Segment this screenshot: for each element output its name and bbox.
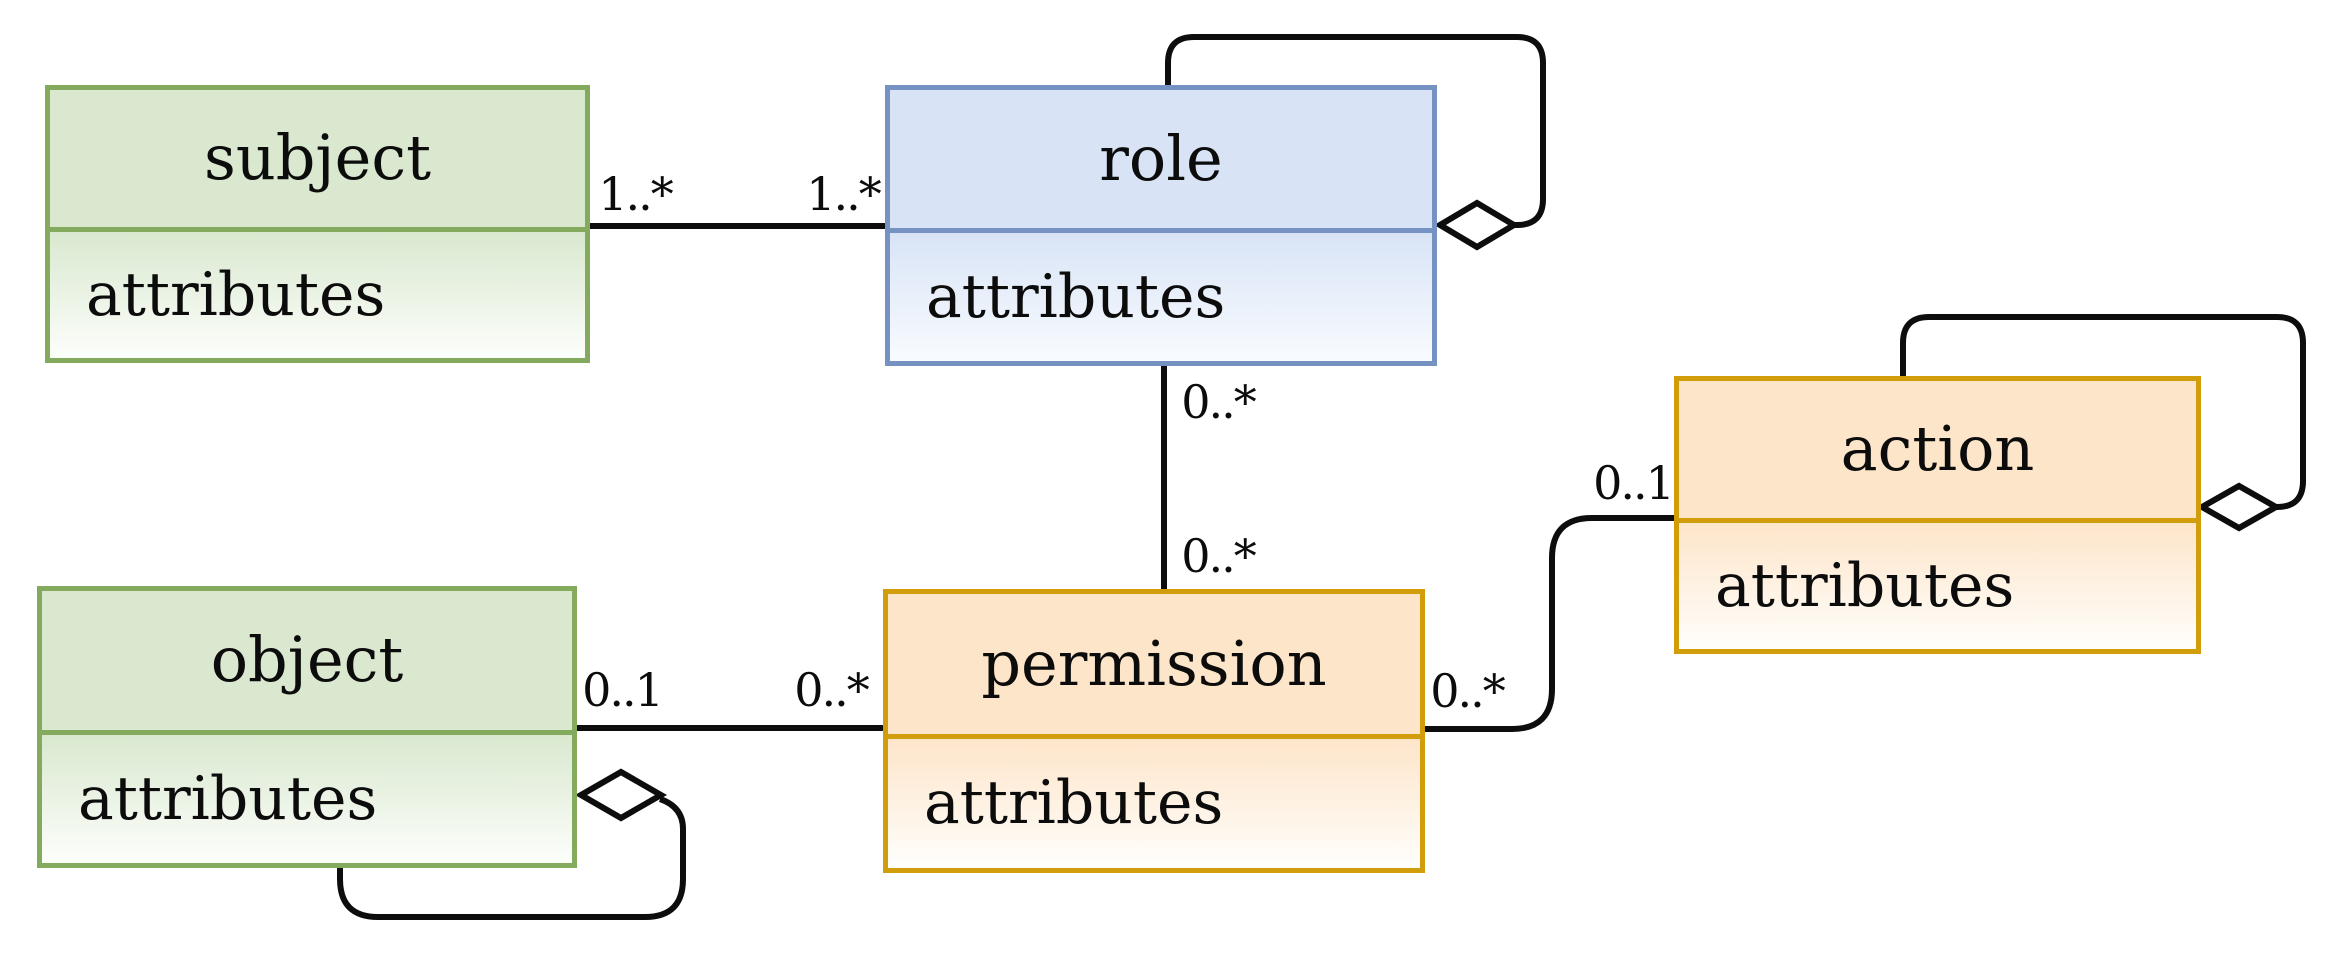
multiplicity-subject-role-subject-end: 1..* xyxy=(598,167,674,221)
association-permission-action xyxy=(1423,515,1676,732)
entity-subject: subject attributes xyxy=(45,85,590,363)
entity-permission: permission attributes xyxy=(883,589,1425,873)
multiplicity-subject-role-role-end: 1..* xyxy=(806,167,882,221)
action-self-loop xyxy=(1900,314,2306,510)
entity-object-title: object xyxy=(42,591,572,730)
aggregation-diamond-action-icon xyxy=(2195,482,2283,532)
entity-role-attributes: attributes xyxy=(890,228,1432,361)
multiplicity-role-permission-permission-end: 0..* xyxy=(1181,529,1257,583)
entity-subject-attributes: attributes xyxy=(50,226,585,358)
multiplicity-role-permission-role-end: 0..* xyxy=(1181,375,1257,429)
aggregation-diamond-role-icon xyxy=(1434,199,1520,251)
entity-permission-attributes: attributes xyxy=(888,733,1420,868)
entity-object: object attributes xyxy=(37,586,577,868)
role-self-loop xyxy=(1165,34,1546,228)
entity-permission-title: permission xyxy=(888,594,1420,734)
entity-object-attributes: attributes xyxy=(42,729,572,863)
multiplicity-object-permission-object-end: 0..1 xyxy=(582,663,664,717)
entity-action-attributes: attributes xyxy=(1679,517,2196,649)
entity-action-title: action xyxy=(1679,381,2196,518)
entity-role-title: role xyxy=(890,90,1432,229)
entity-subject-title: subject xyxy=(50,90,585,227)
multiplicity-permission-action-permission-end: 0..* xyxy=(1430,664,1506,718)
multiplicity-permission-action-action-end: 0..1 xyxy=(1593,456,1675,510)
aggregation-diamond-object-icon xyxy=(574,768,668,822)
object-self-loop xyxy=(337,796,686,920)
entity-role: role attributes xyxy=(885,85,1437,366)
entity-action: action attributes xyxy=(1674,376,2201,654)
multiplicity-object-permission-permission-end: 0..* xyxy=(794,663,870,717)
